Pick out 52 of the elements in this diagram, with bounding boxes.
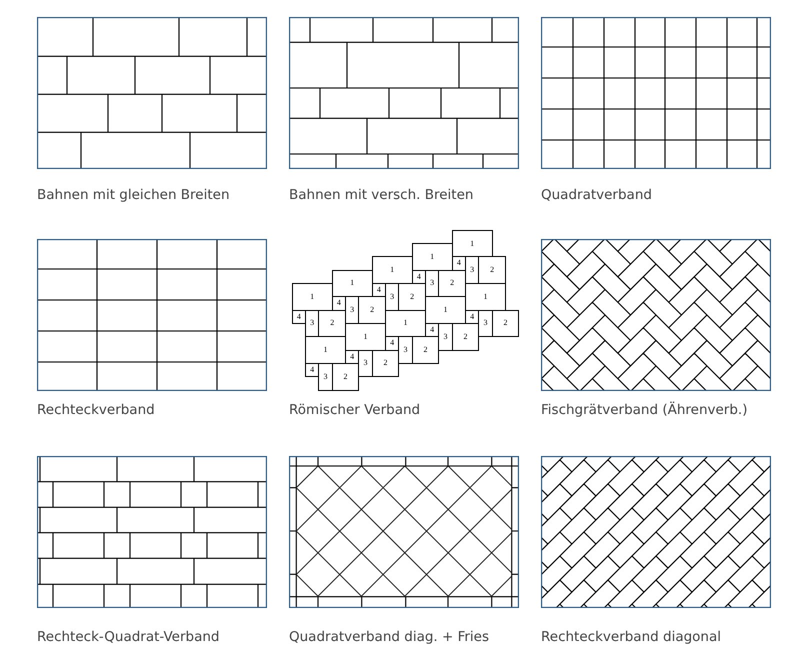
tile-number: 4	[310, 366, 314, 374]
tile-number: 3	[350, 306, 354, 314]
tile-number: 4	[430, 326, 434, 334]
tile-number: 2	[344, 372, 348, 381]
tile-number: 2	[370, 306, 374, 314]
tile-number: 1	[443, 306, 448, 314]
tile-number: 3	[483, 319, 488, 328]
tile-number: 1	[430, 252, 434, 261]
tile-number: 4	[456, 259, 461, 268]
tile-number: 1	[403, 319, 408, 328]
tile-number: 4	[416, 272, 421, 281]
paving-tile	[452, 230, 493, 258]
tile-number: 4	[376, 286, 381, 294]
pattern-caption: Römischer Verband	[289, 402, 420, 418]
tile-number: 2	[490, 266, 494, 274]
tile-number: 3	[470, 266, 474, 274]
tile-number: 2	[503, 319, 508, 328]
tile-number: 3	[310, 319, 314, 328]
tile-number: 1	[364, 332, 368, 341]
tile-number: 2	[330, 319, 334, 328]
pattern-caption: Rechteckverband	[37, 402, 155, 418]
tile-number: 2	[463, 332, 468, 341]
paving-tile	[292, 283, 333, 311]
tile-number: 4	[390, 339, 394, 348]
tile-number: 3	[324, 372, 328, 381]
pattern-caption: Bahnen mit versch. Breiten	[289, 187, 474, 203]
tile-number: 1	[350, 279, 354, 288]
tile-number: 2	[450, 279, 454, 288]
tile-number: 3	[403, 346, 408, 354]
tile-number: 3	[390, 292, 394, 301]
tile-number: 3	[443, 332, 448, 341]
tile-number: 1	[483, 292, 488, 301]
pattern-caption: Rechteck-Quadrat-Verband	[37, 629, 220, 645]
pattern-caption: Fischgrätverband (Ährenverb.)	[541, 402, 748, 418]
tile-number: 3	[364, 359, 368, 368]
tile-number: 4	[350, 352, 354, 361]
tile-number: 1	[324, 346, 328, 354]
tile-number: 2	[384, 359, 388, 368]
tile-number: 4	[470, 312, 474, 321]
tile-number: 4	[336, 299, 341, 308]
tile-number: 1	[310, 292, 314, 301]
tile-number: 4	[296, 312, 301, 321]
tile-number: 2	[423, 346, 428, 354]
pattern-caption: Quadratverband diag. + Fries	[289, 629, 490, 645]
tile-number: 2	[410, 292, 414, 301]
pattern-caption: Rechteckverband diagonal	[541, 629, 722, 645]
tile-number: 1	[470, 240, 474, 248]
tile-number: 3	[430, 279, 434, 288]
paving-tile	[492, 310, 520, 338]
pattern-caption: Quadratverband	[541, 187, 652, 203]
pattern-caption: Bahnen mit gleichen Breiten	[37, 187, 230, 203]
tile-number: 1	[390, 266, 394, 274]
